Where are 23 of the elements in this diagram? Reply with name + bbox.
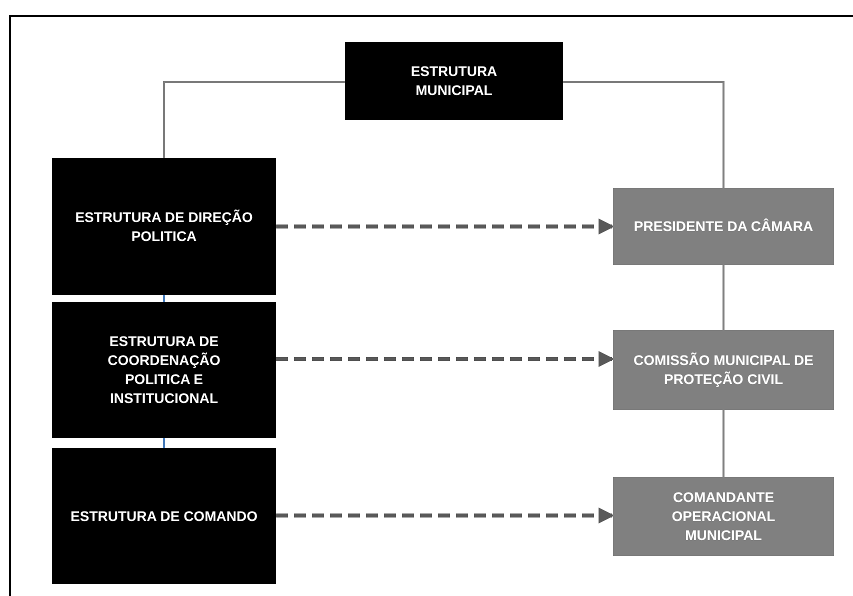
box-label: ESTRUTURA DE COORDENAÇÃO POLITICA E INSTITUCIONAL [106,332,222,408]
box-label: ESTRUTURA DE DIREÇÃO POLITICA [74,208,254,246]
org-box [613,477,834,556]
connector-line [722,265,724,330]
box-label: PRESIDENTE DA CÂMARA [634,217,814,236]
org-box [52,448,276,584]
org-box [52,158,276,295]
dashed-arrow [276,218,615,234]
org-box [613,188,834,265]
connector-line [722,410,724,477]
org-box [345,42,563,120]
connector-line [163,438,165,448]
box-label: COMISSÃO MUNICIPAL DE PROTEÇÃO CIVIL [634,351,814,389]
dashed-arrow [276,351,615,367]
dashed-arrow [276,508,615,524]
box-label: ESTRUTURA DE COMANDO [70,506,258,526]
box-label: ESTRUTURA MUNICIPAL [410,62,498,100]
connector-line [163,295,165,302]
connector-line [563,81,724,188]
org-box [613,330,834,410]
connector-line [163,81,345,158]
box-label: COMANDANTE OPERACIONAL MUNICIPAL [670,488,776,545]
org-box [52,302,276,438]
